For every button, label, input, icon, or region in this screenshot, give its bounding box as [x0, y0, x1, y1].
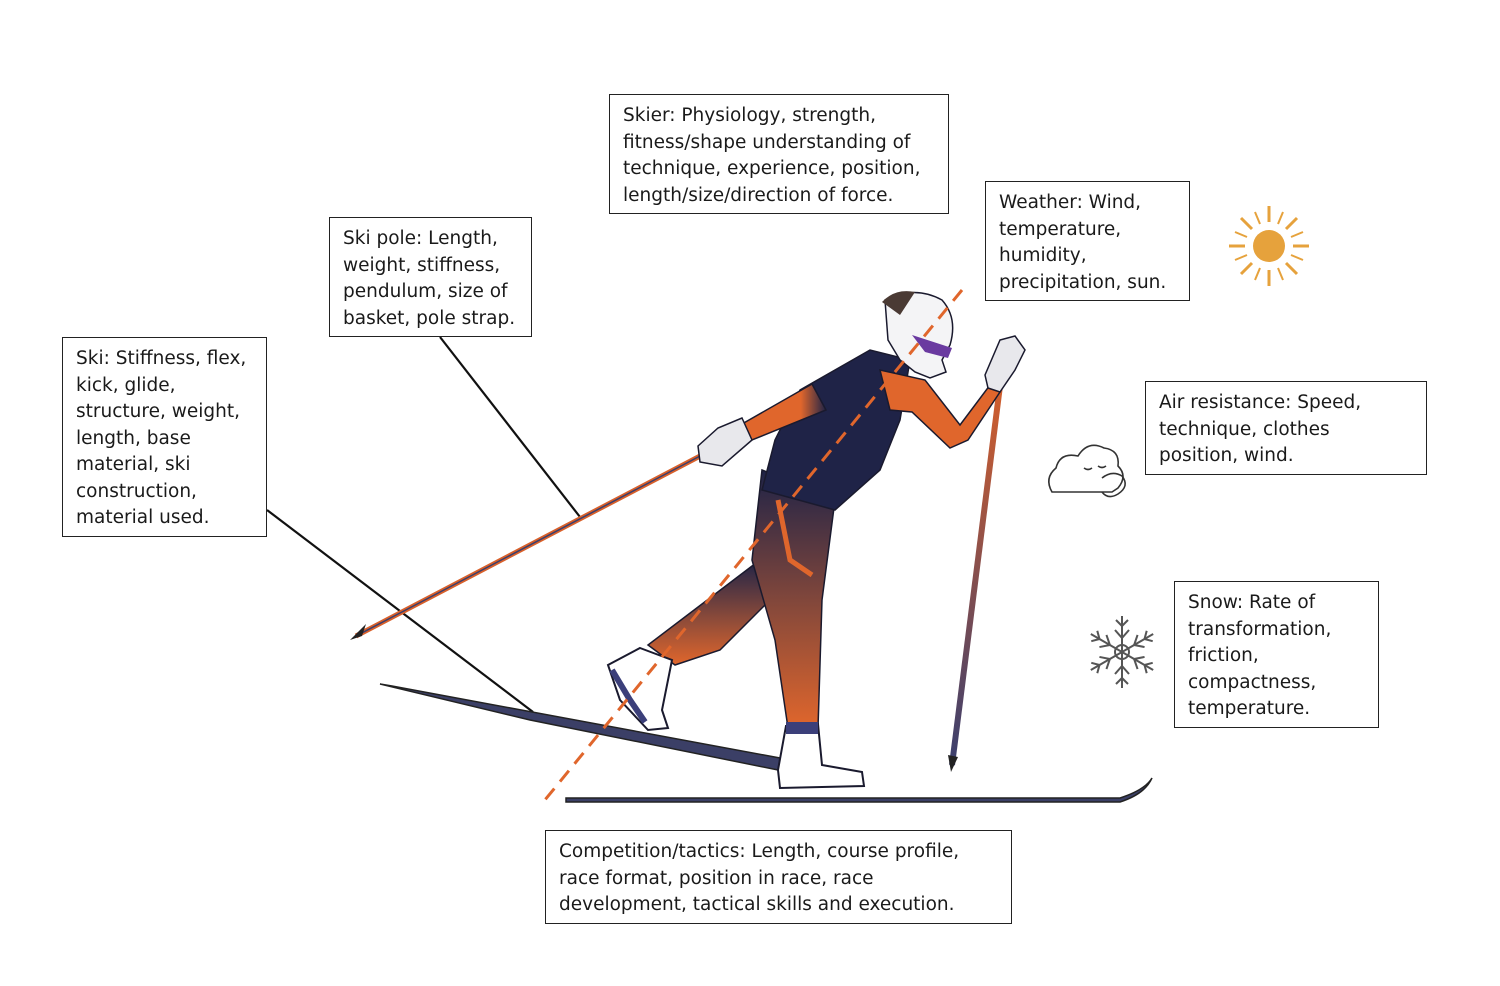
ski-pole-label-box: Ski pole: Length, weight, stiffness, pen…	[329, 217, 532, 337]
front-pole-tip	[948, 755, 958, 772]
front-boot	[776, 722, 866, 790]
front-pole	[949, 369, 1005, 766]
back-pole-tip	[350, 624, 366, 640]
wind-cloud-icon	[1048, 444, 1126, 498]
snow-label-box: Snow: Rate of transformation, friction, …	[1174, 581, 1379, 728]
sun-icon	[1229, 206, 1309, 286]
front-arm	[878, 369, 1002, 449]
pole-leader-line	[439, 336, 581, 518]
ski-label-box: Ski: Stiffness, flex, kick, glide, struc…	[62, 337, 267, 537]
skier-hair	[882, 291, 915, 315]
back-boot	[606, 646, 674, 732]
weather-label-box: Weather: Wind, temperature, humidity, pr…	[985, 181, 1190, 301]
front-ski	[565, 777, 1153, 803]
competition-label-box: Competition/tactics: Length, course prof…	[545, 830, 1012, 924]
snowflake-icon	[1086, 616, 1158, 689]
skier-torso	[761, 349, 911, 511]
skier-label-box: Skier: Physiology, strength, fitness/sha…	[609, 94, 949, 214]
front-glove	[984, 335, 1026, 393]
back-glove	[697, 417, 753, 467]
force-direction-line	[538, 289, 964, 807]
front-leg	[751, 468, 836, 729]
air-resistance-label-box: Air resistance: Speed, technique, clothe…	[1145, 381, 1427, 475]
skier-glasses	[912, 335, 952, 358]
